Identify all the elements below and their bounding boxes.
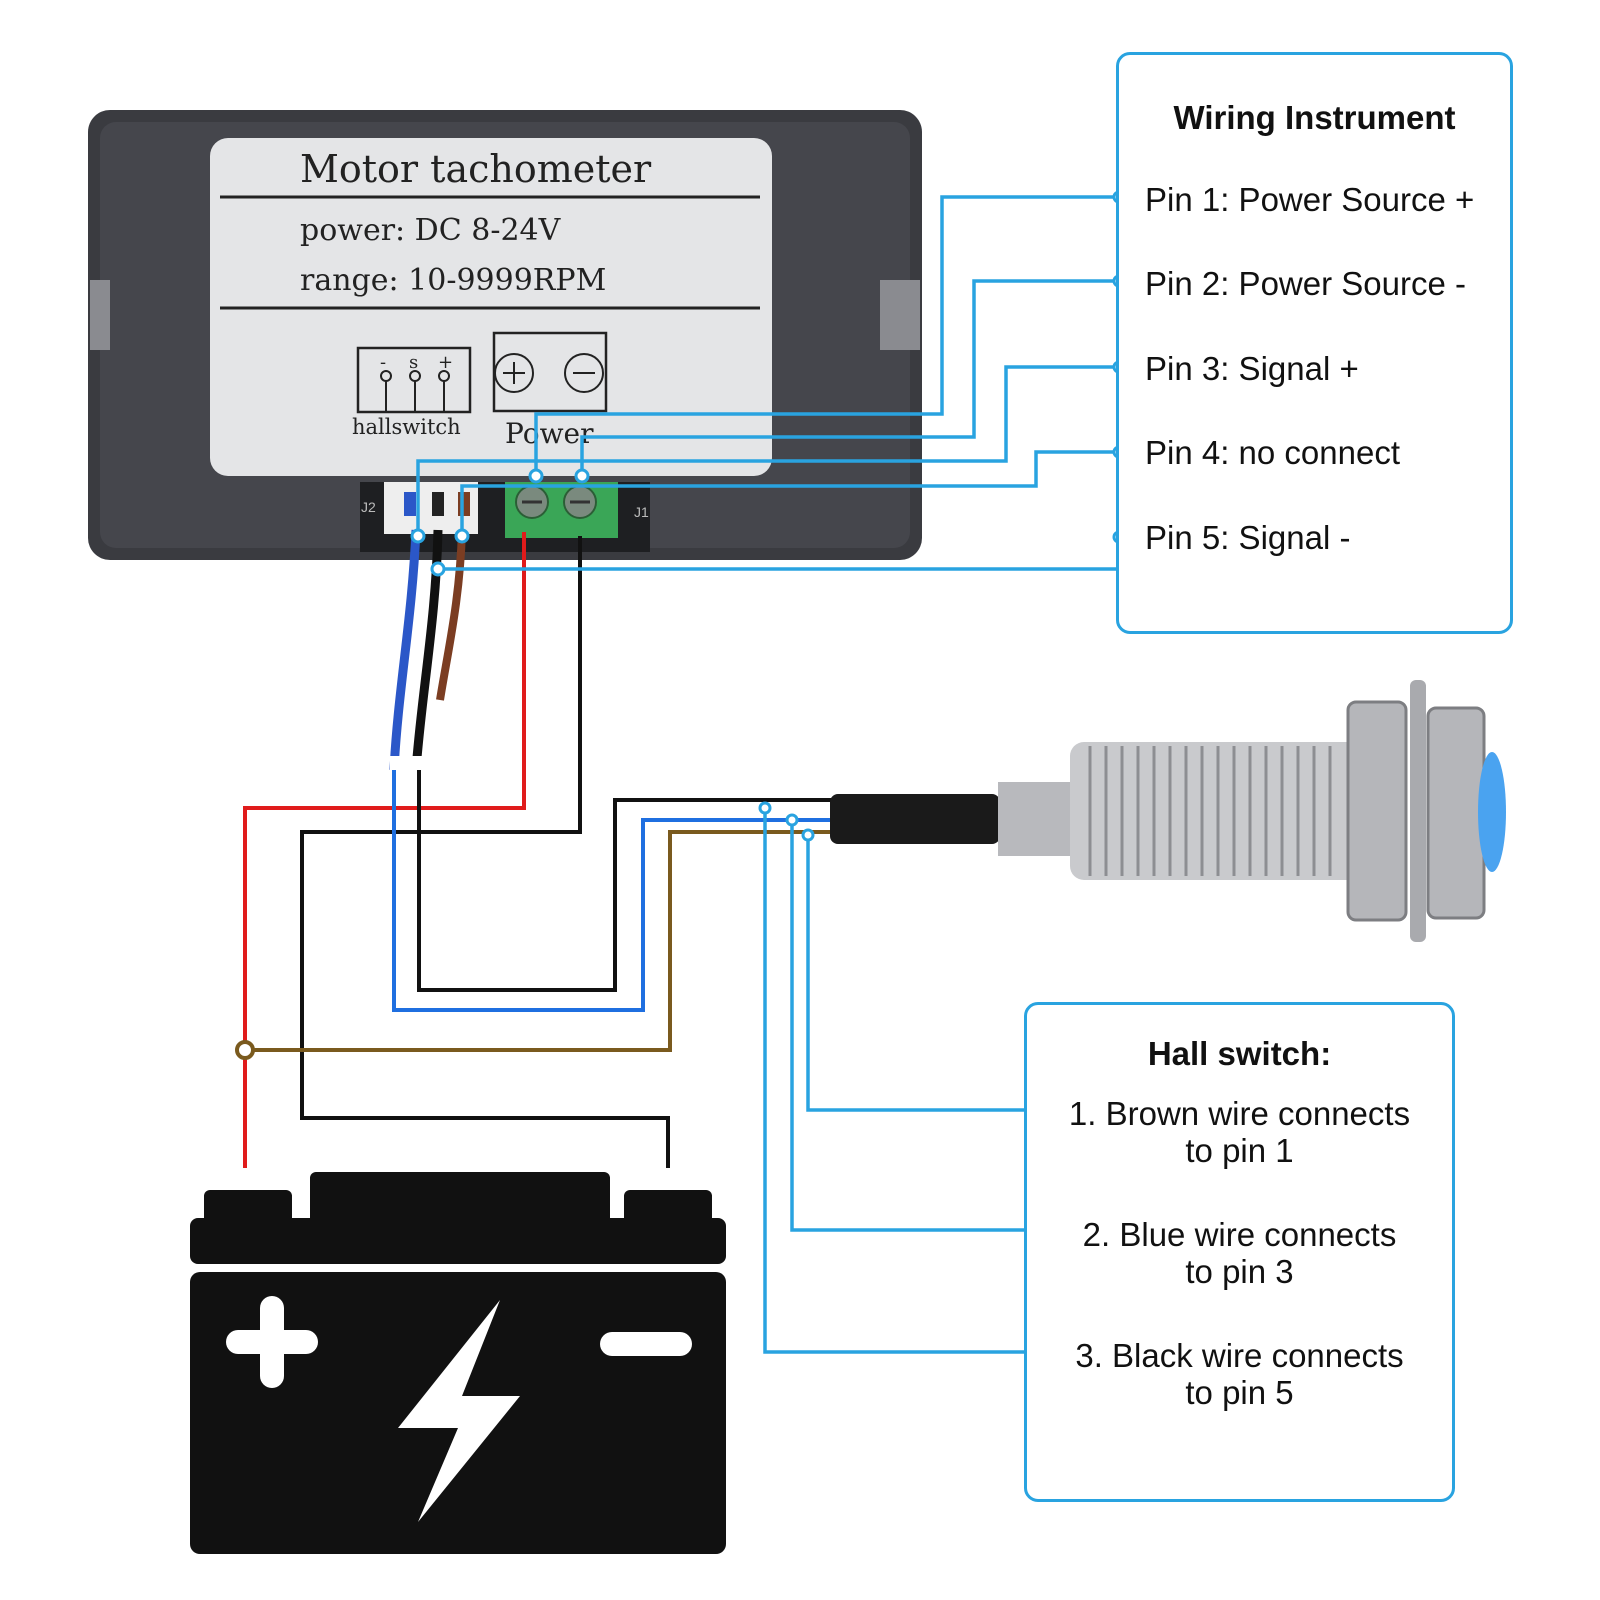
- device-black-wire: [417, 770, 840, 992]
- hall-item-brown-line2: to pin 1: [1185, 1132, 1294, 1169]
- lightning-bolt-icon: [398, 1300, 520, 1522]
- hall-item-brown-line1: 1. Brown wire connects: [1068, 1095, 1411, 1132]
- power-symbol: Power: [492, 331, 608, 450]
- leader-blue: [790, 820, 1040, 1232]
- hall-switch-panel: Hall switch: 1. Brown wire connects to p…: [1024, 1002, 1455, 1502]
- leader-pin1: [534, 195, 1119, 476]
- wiring-instrument-panel: Wiring Instrument Pin 1: Power Source + …: [1116, 52, 1513, 634]
- leader-pin3: [416, 365, 1119, 536]
- brown-wire: [245, 830, 840, 1052]
- device-title: Motor tachometer: [300, 147, 652, 191]
- hall-item-brown: 1. Brown wire connects to pin 1: [1027, 1095, 1452, 1169]
- j1-label: J1: [634, 504, 649, 520]
- pin-3-label: Pin 3: Signal +: [1145, 350, 1359, 387]
- device-power-spec: power: DC 8-24V: [300, 213, 562, 248]
- device-range-spec: range: 10-9999RPM: [300, 263, 606, 298]
- sensor-nut-2: [1426, 706, 1486, 920]
- device-blue-wire: [392, 770, 840, 1012]
- hall-item-blue-line1: 2. Blue wire connects: [1082, 1216, 1397, 1253]
- pin-2-label: Pin 2: Power Source -: [1145, 265, 1466, 302]
- j2-label: J2: [361, 499, 376, 515]
- sensor-face: [1478, 752, 1506, 872]
- brown-red-junction: [235, 1040, 255, 1060]
- hallswitch-label: hallswitch: [352, 415, 461, 439]
- hall-panel-title: Hall switch:: [1147, 1035, 1332, 1072]
- hall-leader-lines: [763, 808, 1040, 1354]
- hallswitch-symbol: - s + hallswitch: [352, 346, 472, 439]
- hall-item-black-line1: 3. Black wire connects: [1075, 1337, 1404, 1374]
- leader-black: [763, 808, 1040, 1354]
- hall-pin-plus: +: [438, 352, 453, 373]
- battery-icon: [190, 1172, 726, 1554]
- hall-item-black-line2: to pin 5: [1185, 1374, 1294, 1411]
- power-label: Power: [505, 417, 594, 450]
- leader-brown: [806, 835, 1040, 1112]
- wiring-panel-title: Wiring Instrument: [1173, 99, 1456, 136]
- plus-icon: [226, 1296, 318, 1388]
- pin-5-label: Pin 5: Signal -: [1145, 519, 1351, 556]
- hall-item-blue-line2: to pin 3: [1185, 1253, 1294, 1290]
- red-wire: [243, 532, 526, 1168]
- leader-pin4: [460, 450, 1119, 536]
- hall-sensor-icon: [830, 680, 1506, 942]
- sensor-nut-1: [1346, 700, 1408, 922]
- minus-icon: [600, 1332, 692, 1356]
- hall-pin-minus: -: [380, 352, 386, 373]
- sensor-washer: [1410, 680, 1426, 942]
- leader-pin2: [580, 279, 1119, 476]
- hall-item-blue: 2. Blue wire connects to pin 3: [1027, 1216, 1452, 1290]
- hall-pin-s: s: [409, 352, 418, 373]
- tachometer-device: Motor tachometer power: DC 8-24V range: …: [88, 110, 922, 560]
- hall-item-black: 3. Black wire connects to pin 5: [1027, 1337, 1452, 1411]
- power-wires: [243, 532, 840, 1168]
- pin-1-label: Pin 1: Power Source +: [1145, 181, 1475, 218]
- device-cable-bundle: [389, 529, 466, 774]
- black-wire: [300, 536, 670, 1168]
- pin-4-label: Pin 4: no connect: [1145, 434, 1401, 471]
